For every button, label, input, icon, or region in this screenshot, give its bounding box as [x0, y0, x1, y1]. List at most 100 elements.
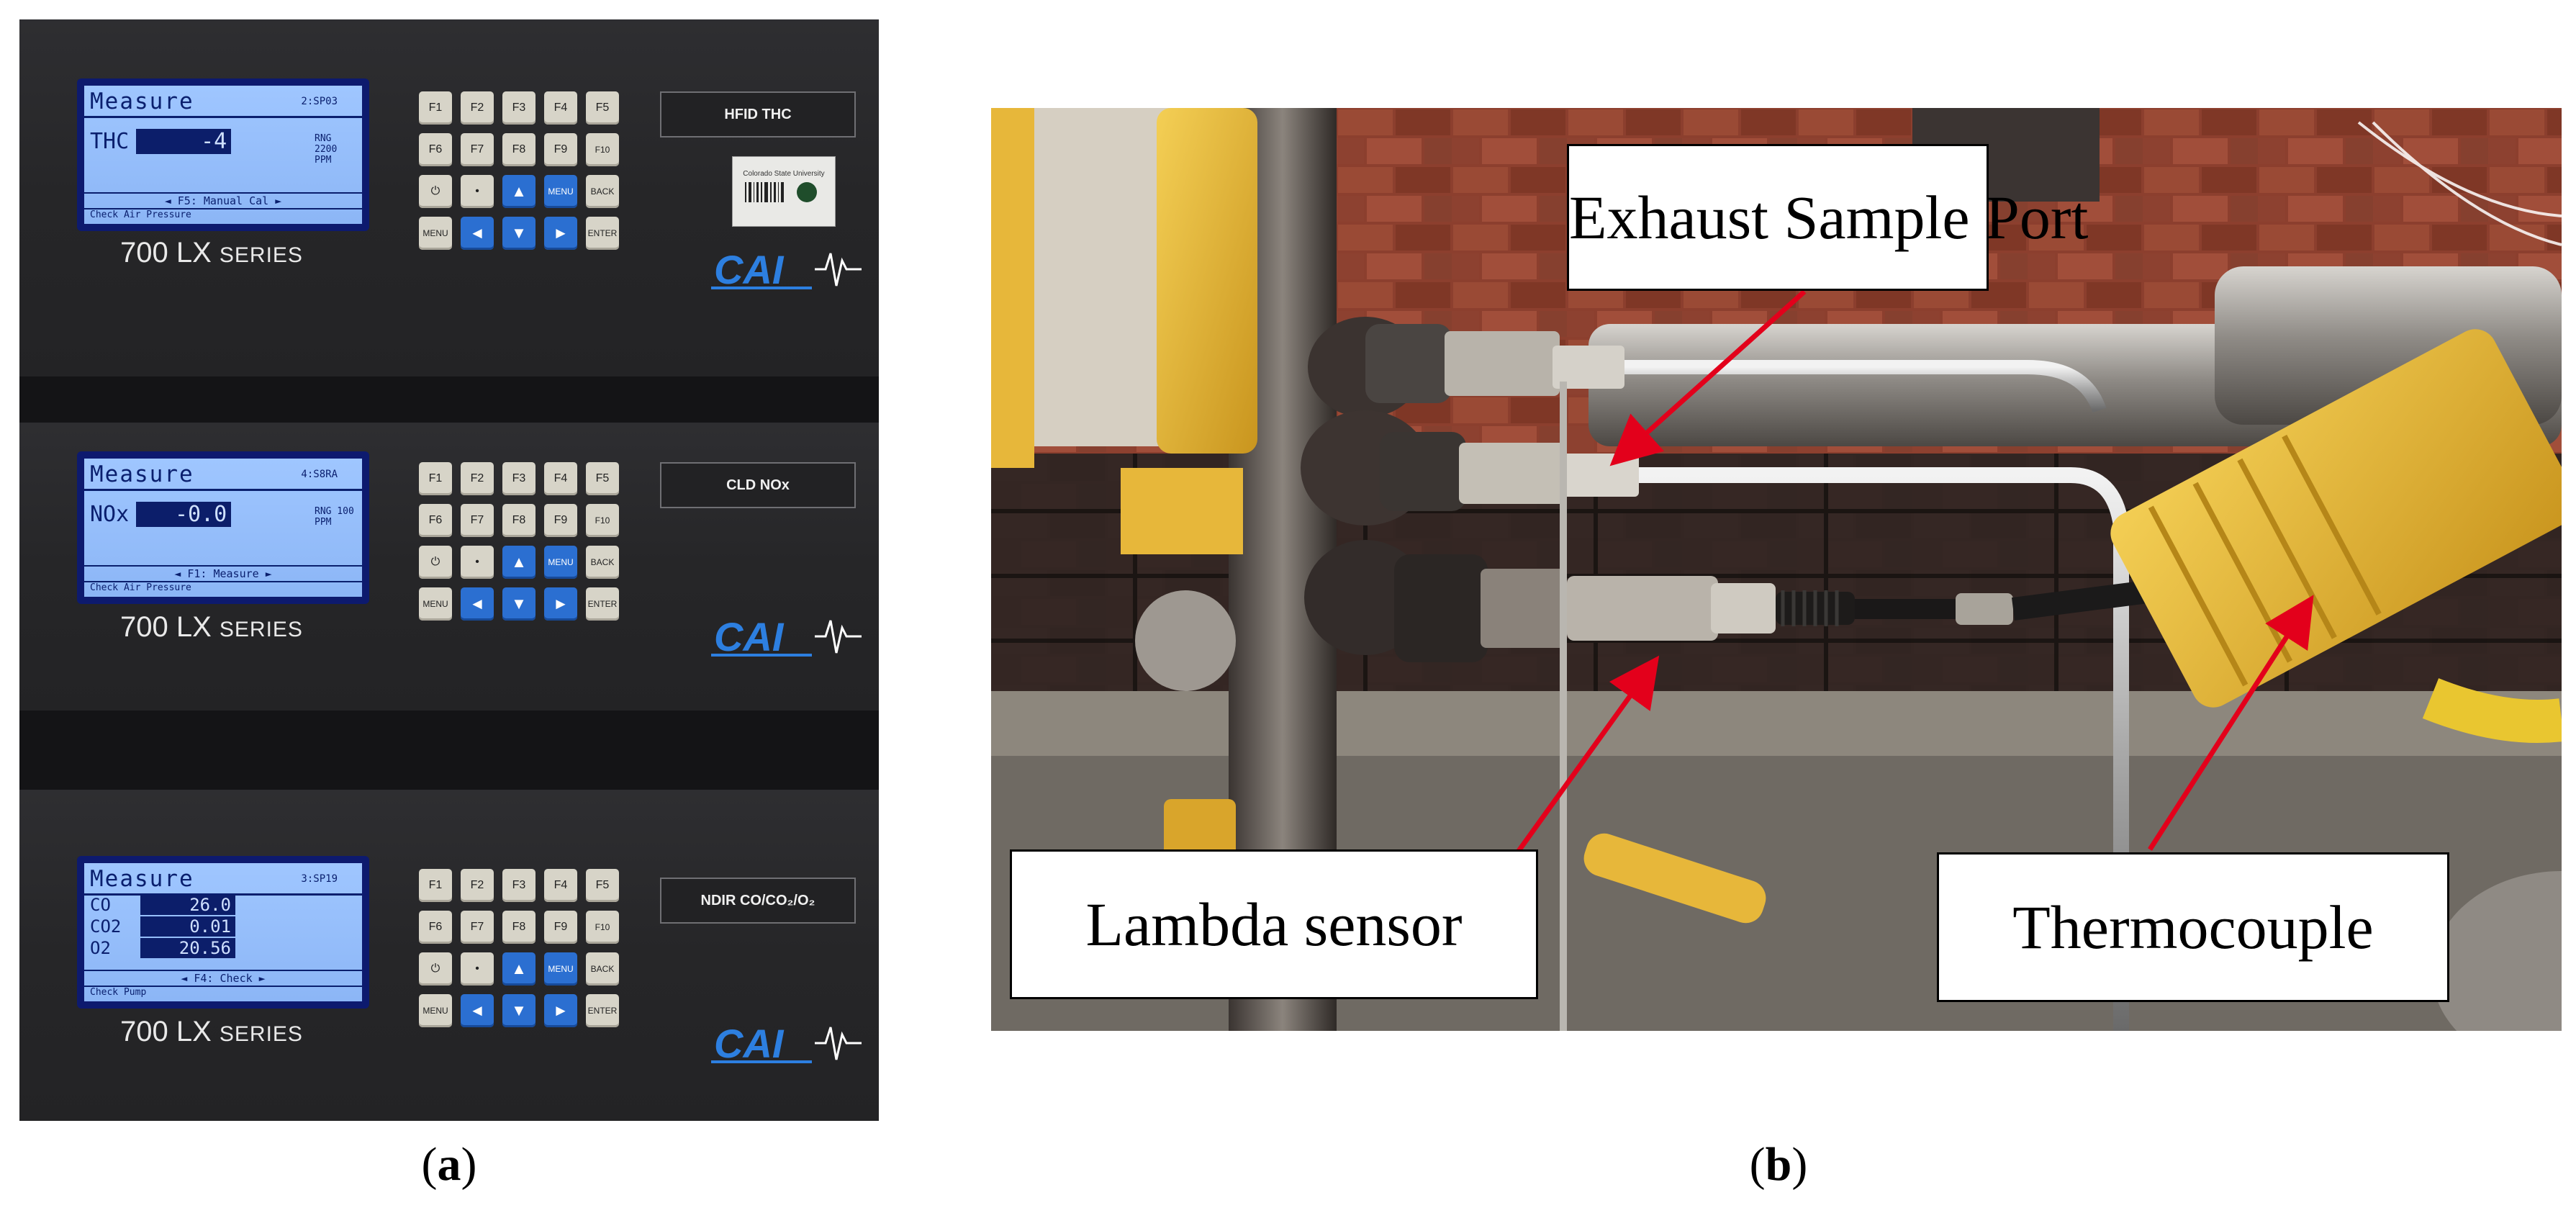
keypad-key-[interactable]: ►: [544, 994, 577, 1027]
asset-sticker-text: Colorado State University: [743, 170, 825, 178]
keypad-key-enter[interactable]: ENTER: [586, 587, 619, 621]
keypad-key-menu[interactable]: MENU: [544, 546, 577, 579]
caption-b: (b): [1749, 1138, 1808, 1191]
lcd-title: Measure: [90, 89, 194, 114]
series-model: 700 LX: [120, 237, 212, 269]
barcode-icon: [745, 182, 817, 202]
analyzer-unit-thc: Measure 2:SP03 THC-4 RNG 2200 PPM ◄ F5: …: [19, 19, 879, 376]
keypad-key-[interactable]: ⏻: [419, 546, 452, 579]
cai-logo-icon: CAI: [711, 1021, 862, 1066]
keypad-key-f1[interactable]: F1: [419, 462, 452, 495]
keypad-key-enter[interactable]: ENTER: [586, 994, 619, 1027]
keypad-key-f10[interactable]: F10: [586, 504, 619, 537]
keypad-key-f8[interactable]: F8: [502, 133, 535, 166]
keypad-key-[interactable]: ▼: [502, 217, 535, 250]
lcd-divider: [84, 116, 362, 118]
series-model: 700 LX: [120, 1016, 212, 1047]
lcd-title-range: 3:SP19: [301, 873, 338, 885]
lcd-title: Measure: [90, 866, 194, 892]
keypad-key-menu[interactable]: MENU: [419, 587, 452, 621]
keypad-key-[interactable]: ▲: [502, 546, 535, 579]
keypad-key-enter[interactable]: ENTER: [586, 217, 619, 250]
series-model: 700 LX: [120, 611, 212, 643]
keypad-key-f3[interactable]: F3: [502, 91, 535, 125]
lcd-reading-label: O2: [90, 938, 111, 958]
keypad-key-f3[interactable]: F3: [502, 462, 535, 495]
keypad-key-f10[interactable]: F10: [586, 133, 619, 166]
keypad-key-f10[interactable]: F10: [586, 911, 619, 944]
keypad-key-f8[interactable]: F8: [502, 504, 535, 537]
keypad-key-f4[interactable]: F4: [544, 869, 577, 902]
callout-exhaust-sample-port: Exhaust Sample Port: [1567, 144, 2088, 291]
lcd-range-note: RNG 100 PPM: [315, 506, 354, 528]
keypad-key-f9[interactable]: F9: [544, 504, 577, 537]
keypad-key-menu[interactable]: MENU: [419, 994, 452, 1027]
keypad-key-f2[interactable]: F2: [461, 462, 494, 495]
keypad-key-[interactable]: ▼: [502, 994, 535, 1027]
keypad-key-f5[interactable]: F5: [586, 869, 619, 902]
keypad-key-back[interactable]: BACK: [586, 175, 619, 208]
series-suffix: SERIES: [219, 618, 303, 641]
keypad-key-f9[interactable]: F9: [544, 911, 577, 944]
keypad-key-f1[interactable]: F1: [419, 91, 452, 125]
callout-lambda-sensor: Lambda sensor: [1010, 849, 1538, 999]
keypad-key-f2[interactable]: F2: [461, 869, 494, 902]
keypad-key-f5[interactable]: F5: [586, 91, 619, 125]
keypad-key-menu[interactable]: MENU: [544, 175, 577, 208]
keypad-key-[interactable]: ▲: [502, 175, 535, 208]
lcd-reading-value: 20.56: [140, 938, 235, 958]
keypad-key-[interactable]: •: [461, 546, 494, 579]
keypad-key-[interactable]: ▲: [502, 952, 535, 986]
keypad-key-f6[interactable]: F6: [419, 504, 452, 537]
lcd-status-line: Check Air Pressure: [90, 582, 191, 593]
lcd-menu-line: ◄ F1: Measure ►: [84, 565, 362, 582]
keypad-key-menu[interactable]: MENU: [544, 952, 577, 986]
analyzer-label-plate: CLD NOx: [660, 462, 856, 508]
keypad-key-f8[interactable]: F8: [502, 911, 535, 944]
lcd-reading-row: O2 20.56: [90, 938, 235, 958]
keypad-key-[interactable]: ►: [544, 587, 577, 621]
keypad-key-[interactable]: •: [461, 175, 494, 208]
keypad-key-f4[interactable]: F4: [544, 462, 577, 495]
keypad-key-menu[interactable]: MENU: [419, 217, 452, 250]
lcd-status-line: Check Pump: [90, 987, 147, 998]
keypad-key-f4[interactable]: F4: [544, 91, 577, 125]
lcd-menu-line: ◄ F4: Check ►: [84, 970, 362, 987]
keypad-key-[interactable]: ⏻: [419, 952, 452, 986]
keypad-key-[interactable]: ◄: [461, 217, 494, 250]
keypad-key-f6[interactable]: F6: [419, 133, 452, 166]
lcd-screen: Measure 4:S8RA NOx-0.0 RNG 100 PPM ◄ F1:…: [84, 459, 362, 597]
lcd-screen: Measure 2:SP03 THC-4 RNG 2200 PPM ◄ F5: …: [84, 86, 362, 224]
keypad-key-f7[interactable]: F7: [461, 133, 494, 166]
keypad-key-[interactable]: ◄: [461, 994, 494, 1027]
keypad-key-[interactable]: ⏻: [419, 175, 452, 208]
keypad-key-f2[interactable]: F2: [461, 91, 494, 125]
brand-text: CAI: [714, 1021, 785, 1066]
keypad-key-f9[interactable]: F9: [544, 133, 577, 166]
series-suffix: SERIES: [219, 1022, 303, 1046]
lcd-bezel: Measure 2:SP03 THC-4 RNG 2200 PPM ◄ F5: …: [77, 78, 369, 231]
keypad-key-f1[interactable]: F1: [419, 869, 452, 902]
exhaust-photo: Exhaust Sample Port Lambda sensor Thermo…: [991, 108, 2562, 1031]
keypad-key-[interactable]: ◄: [461, 587, 494, 621]
keypad-key-f6[interactable]: F6: [419, 911, 452, 944]
keypad-key-[interactable]: ►: [544, 217, 577, 250]
series-suffix: SERIES: [219, 243, 303, 267]
caption-a: (a): [421, 1138, 477, 1191]
asset-sticker: Colorado State University: [732, 156, 836, 227]
keypad-key-back[interactable]: BACK: [586, 546, 619, 579]
keypad-key-back[interactable]: BACK: [586, 952, 619, 986]
keypad-key-f7[interactable]: F7: [461, 504, 494, 537]
keypad-key-[interactable]: •: [461, 952, 494, 986]
keypad-key-f7[interactable]: F7: [461, 911, 494, 944]
lcd-title-range: 2:SP03: [301, 96, 338, 107]
rack-gap: [19, 711, 879, 790]
keypad-key-[interactable]: ▼: [502, 587, 535, 621]
keypad-key-f3[interactable]: F3: [502, 869, 535, 902]
keypad-key-f5[interactable]: F5: [586, 462, 619, 495]
series-label: 700 LX SERIES: [120, 1016, 303, 1048]
